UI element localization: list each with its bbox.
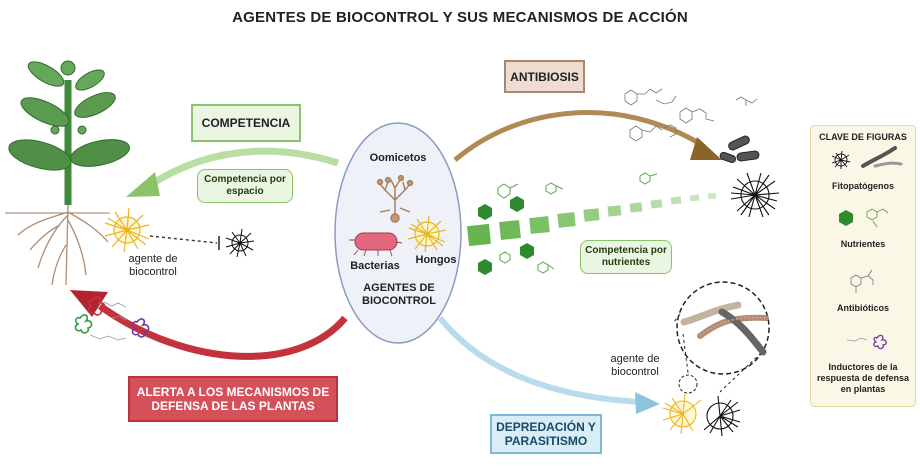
plant-icon xyxy=(5,60,130,286)
agente-label-right: agente de biocontrol xyxy=(610,353,660,378)
depredacion-arrow xyxy=(437,316,641,405)
bacteria-icon xyxy=(349,232,403,257)
root-pathogen-icon xyxy=(225,228,255,258)
oomicetos-label: Oomicetos xyxy=(369,152,427,164)
competencia-arrow xyxy=(148,147,340,188)
bacterias-label: Bacterias xyxy=(350,260,400,272)
agente-label-left: agente de biocontrol xyxy=(128,253,178,278)
antibiosis-arrow xyxy=(453,110,704,162)
hongos-label: Hongos xyxy=(415,254,457,266)
nutrient-competition-bar xyxy=(467,192,717,247)
legend-item-fitopatogenos: Fitopatógenos xyxy=(832,181,894,191)
legend-inducer-icon xyxy=(846,334,887,350)
legend-antibiotic-icon xyxy=(850,269,874,293)
legend-title: CLAVE DE FIGURAS xyxy=(819,132,907,142)
legend-item-inductores: Inductores de la respuesta de defensa en… xyxy=(816,362,910,394)
legend-item-nutrientes: Nutrientes xyxy=(840,239,886,249)
legend-pathogen-icon xyxy=(831,150,851,169)
nutrient-icon xyxy=(478,196,534,275)
mini-hypha-icon xyxy=(678,374,698,394)
pathogen-bacteria-icon xyxy=(719,135,760,164)
competencia-arrowhead xyxy=(126,172,160,197)
agentes-biocontrol-label: AGENTES DE BIOCONTROL xyxy=(362,282,436,307)
depredacion-box: DEPREDACIÓN Y PARASITISMO xyxy=(490,414,602,454)
legend-nutrient-molecule-icon xyxy=(866,208,889,228)
depredacion-arrowhead xyxy=(635,392,660,414)
inhibition-line xyxy=(149,235,218,244)
oomycete-icon xyxy=(376,174,414,223)
antibiotic-molecule-icon xyxy=(624,88,758,142)
competencia-nutrientes-pill: Competencia por nutrientes xyxy=(580,240,672,274)
inducer-icon xyxy=(74,296,150,341)
legend-panel: CLAVE DE FIGURAS Fitopatógenos Nutriente… xyxy=(810,125,916,407)
alerta-box: ALERTA A LOS MECANISMOS DE DEFENSA DE LA… xyxy=(128,376,338,422)
biocontrol-fungus-icon xyxy=(407,215,447,253)
depredation-biocontrol-fungus-icon xyxy=(662,393,702,435)
magnifier-circle xyxy=(673,281,770,393)
antibiosis-arrowhead xyxy=(690,137,722,160)
depredation-pathogen-icon xyxy=(703,395,741,437)
competencia-box: COMPETENCIA xyxy=(191,104,301,142)
legend-icons xyxy=(831,146,903,350)
center-ellipse xyxy=(334,122,462,344)
legend-item-antibioticos: Antibióticos xyxy=(837,303,889,313)
page-title: AGENTES DE BIOCONTROL Y SUS MECANISMOS D… xyxy=(232,9,688,26)
nutrient-molecule-icon xyxy=(497,172,658,274)
antibiosis-box: ANTIBIOSIS xyxy=(504,60,585,93)
pathogen-fungus-icon xyxy=(730,172,780,218)
competencia-espacio-pill: Competencia por espacio xyxy=(197,169,293,203)
legend-nutrient-icon xyxy=(839,210,853,226)
root-biocontrol-fungus-icon xyxy=(104,207,150,253)
alerta-arrow xyxy=(97,303,348,360)
legend-hypha-icon xyxy=(861,146,903,168)
